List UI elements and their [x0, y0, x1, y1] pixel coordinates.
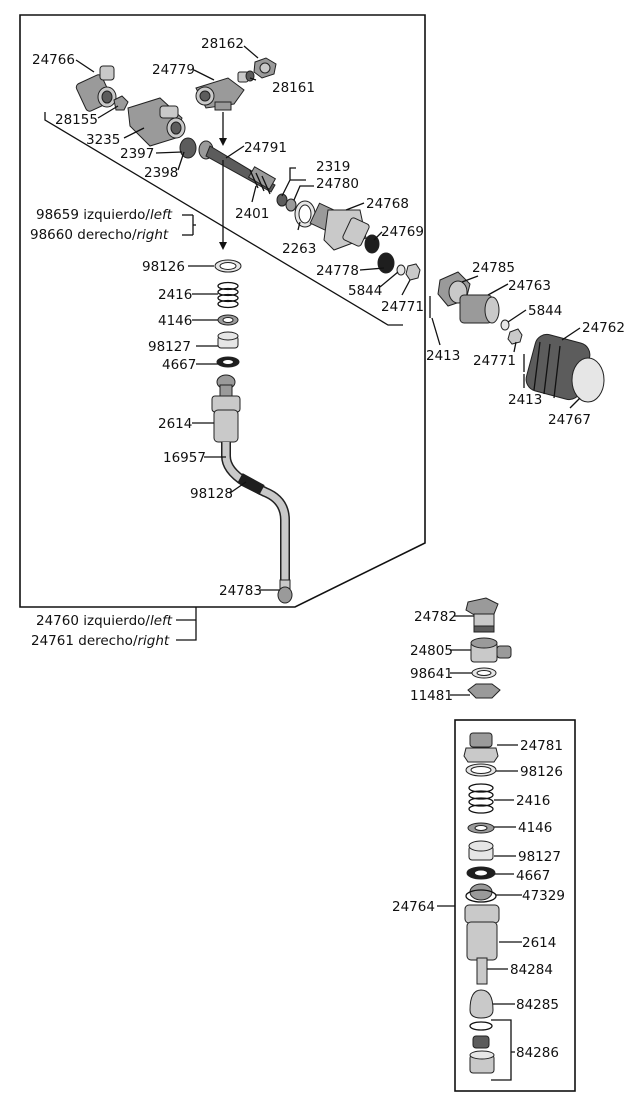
- label-24771-b: 24771: [473, 353, 516, 369]
- label-2397: 2397: [120, 146, 154, 162]
- label-kit-right: 24761 derecho/right: [31, 633, 170, 649]
- label-28155: 28155: [55, 112, 98, 128]
- label-2319: 2319: [316, 159, 350, 175]
- label-kit-84285: 84285: [516, 997, 559, 1013]
- label-24780: 24780: [316, 176, 359, 192]
- label-24766: 24766: [32, 52, 75, 68]
- part-5844-washer-b: [500, 319, 510, 331]
- label-kit-98127: 98127: [518, 849, 561, 865]
- label-2413-b: 2413: [508, 392, 542, 408]
- label-24768: 24768: [366, 196, 409, 212]
- kit-part-98127-seat: [468, 840, 494, 861]
- part-24778: [377, 252, 395, 274]
- part-24771-nut-b: [507, 328, 523, 345]
- label-2614: 2614: [158, 416, 192, 432]
- label-2263: 2263: [282, 241, 316, 257]
- label-3235: 3235: [86, 132, 120, 148]
- label-24767: 24767: [548, 412, 591, 428]
- label-kit-24764: 24764: [392, 899, 435, 915]
- label-24762: 24762: [582, 320, 625, 336]
- part-24767-cap: [571, 357, 605, 403]
- label-24771: 24771: [381, 299, 424, 315]
- label-24783: 24783: [219, 583, 262, 599]
- label-98641: 98641: [410, 666, 453, 682]
- label-lever-left: 98659 izquierdo/left: [36, 207, 173, 223]
- part-24782-bolt: [465, 597, 499, 633]
- label-28161: 28161: [272, 80, 315, 96]
- label-2416: 2416: [158, 287, 192, 303]
- kit-part-2614-body: [464, 904, 500, 961]
- label-kit-24781: 24781: [520, 738, 563, 754]
- part-2401-spring: [247, 166, 277, 195]
- part-24779-tee: [195, 71, 249, 111]
- label-98127: 98127: [148, 339, 191, 355]
- label-kit-left: 24760 izquierdo/left: [36, 613, 173, 629]
- kit-part-2416-spring: [468, 783, 494, 814]
- label-16957: 16957: [163, 450, 206, 466]
- label-5844: 5844: [348, 283, 382, 299]
- part-24763-bonnet: [459, 294, 500, 324]
- part-11481-nut: [467, 683, 501, 699]
- label-kit-47329: 47329: [522, 888, 565, 904]
- label-4667: 4667: [162, 357, 196, 373]
- kit-part-84284-tube: [476, 957, 488, 985]
- part-24781-bonnet: [463, 732, 499, 763]
- label-24785: 24785: [472, 260, 515, 276]
- label-kit-98126: 98126: [520, 764, 563, 780]
- label-28162: 28162: [201, 36, 244, 52]
- part-24783-fitting: [277, 579, 293, 604]
- kit-part-84286-aerator: [469, 1021, 495, 1074]
- part-5844-washer: [396, 264, 406, 276]
- label-kit-2416: 2416: [516, 793, 550, 809]
- label-2401: 2401: [235, 206, 269, 222]
- label-24778: 24778: [316, 263, 359, 279]
- label-98128: 98128: [190, 486, 233, 502]
- part-2614-valve-body: [211, 374, 241, 443]
- part-98128-sleeve: [237, 473, 265, 495]
- label-24782: 24782: [414, 609, 457, 625]
- part-labels: 24766 28162 24779 28161 28155 3235 2397 …: [30, 36, 625, 1061]
- label-2413-a: 2413: [426, 348, 460, 364]
- part-2319-washer: [276, 193, 288, 207]
- main-assembly-frame: [19, 14, 426, 608]
- label-24769: 24769: [381, 224, 424, 240]
- label-lever-right: 98660 derecho/right: [30, 227, 169, 243]
- label-24805: 24805: [410, 643, 453, 659]
- kit-part-84285-nozzle: [469, 989, 494, 1019]
- label-kit-4146: 4146: [518, 820, 552, 836]
- label-4146: 4146: [158, 313, 192, 329]
- label-2398: 2398: [144, 165, 178, 181]
- part-2416-spring: [217, 281, 239, 309]
- label-24779: 24779: [152, 62, 195, 78]
- part-24766-elbow: [75, 65, 117, 112]
- part-16957-tube: [221, 442, 290, 580]
- part-98127-seat: [217, 331, 239, 349]
- label-11481: 11481: [410, 688, 453, 704]
- part-24771-nut: [405, 263, 421, 281]
- label-kit-2614: 2614: [522, 935, 556, 951]
- label-24763: 24763: [508, 278, 551, 294]
- kit-part-47329-poppet: [465, 883, 497, 903]
- label-kit-4667: 4667: [516, 868, 550, 884]
- label-5844-b: 5844: [528, 303, 562, 319]
- inner-divider-line: [44, 112, 403, 326]
- part-24780-washer: [285, 198, 297, 212]
- label-98126: 98126: [142, 259, 185, 275]
- label-kit-84284: 84284: [510, 962, 553, 978]
- leader-lines: [75, 45, 581, 1081]
- part-3235-body: [127, 97, 186, 147]
- part-24769: [364, 234, 380, 254]
- label-24791: 24791: [244, 140, 287, 156]
- part-24768-body: [309, 202, 370, 251]
- label-kit-84286: 84286: [516, 1045, 559, 1061]
- part-24805-banjo: [470, 637, 512, 663]
